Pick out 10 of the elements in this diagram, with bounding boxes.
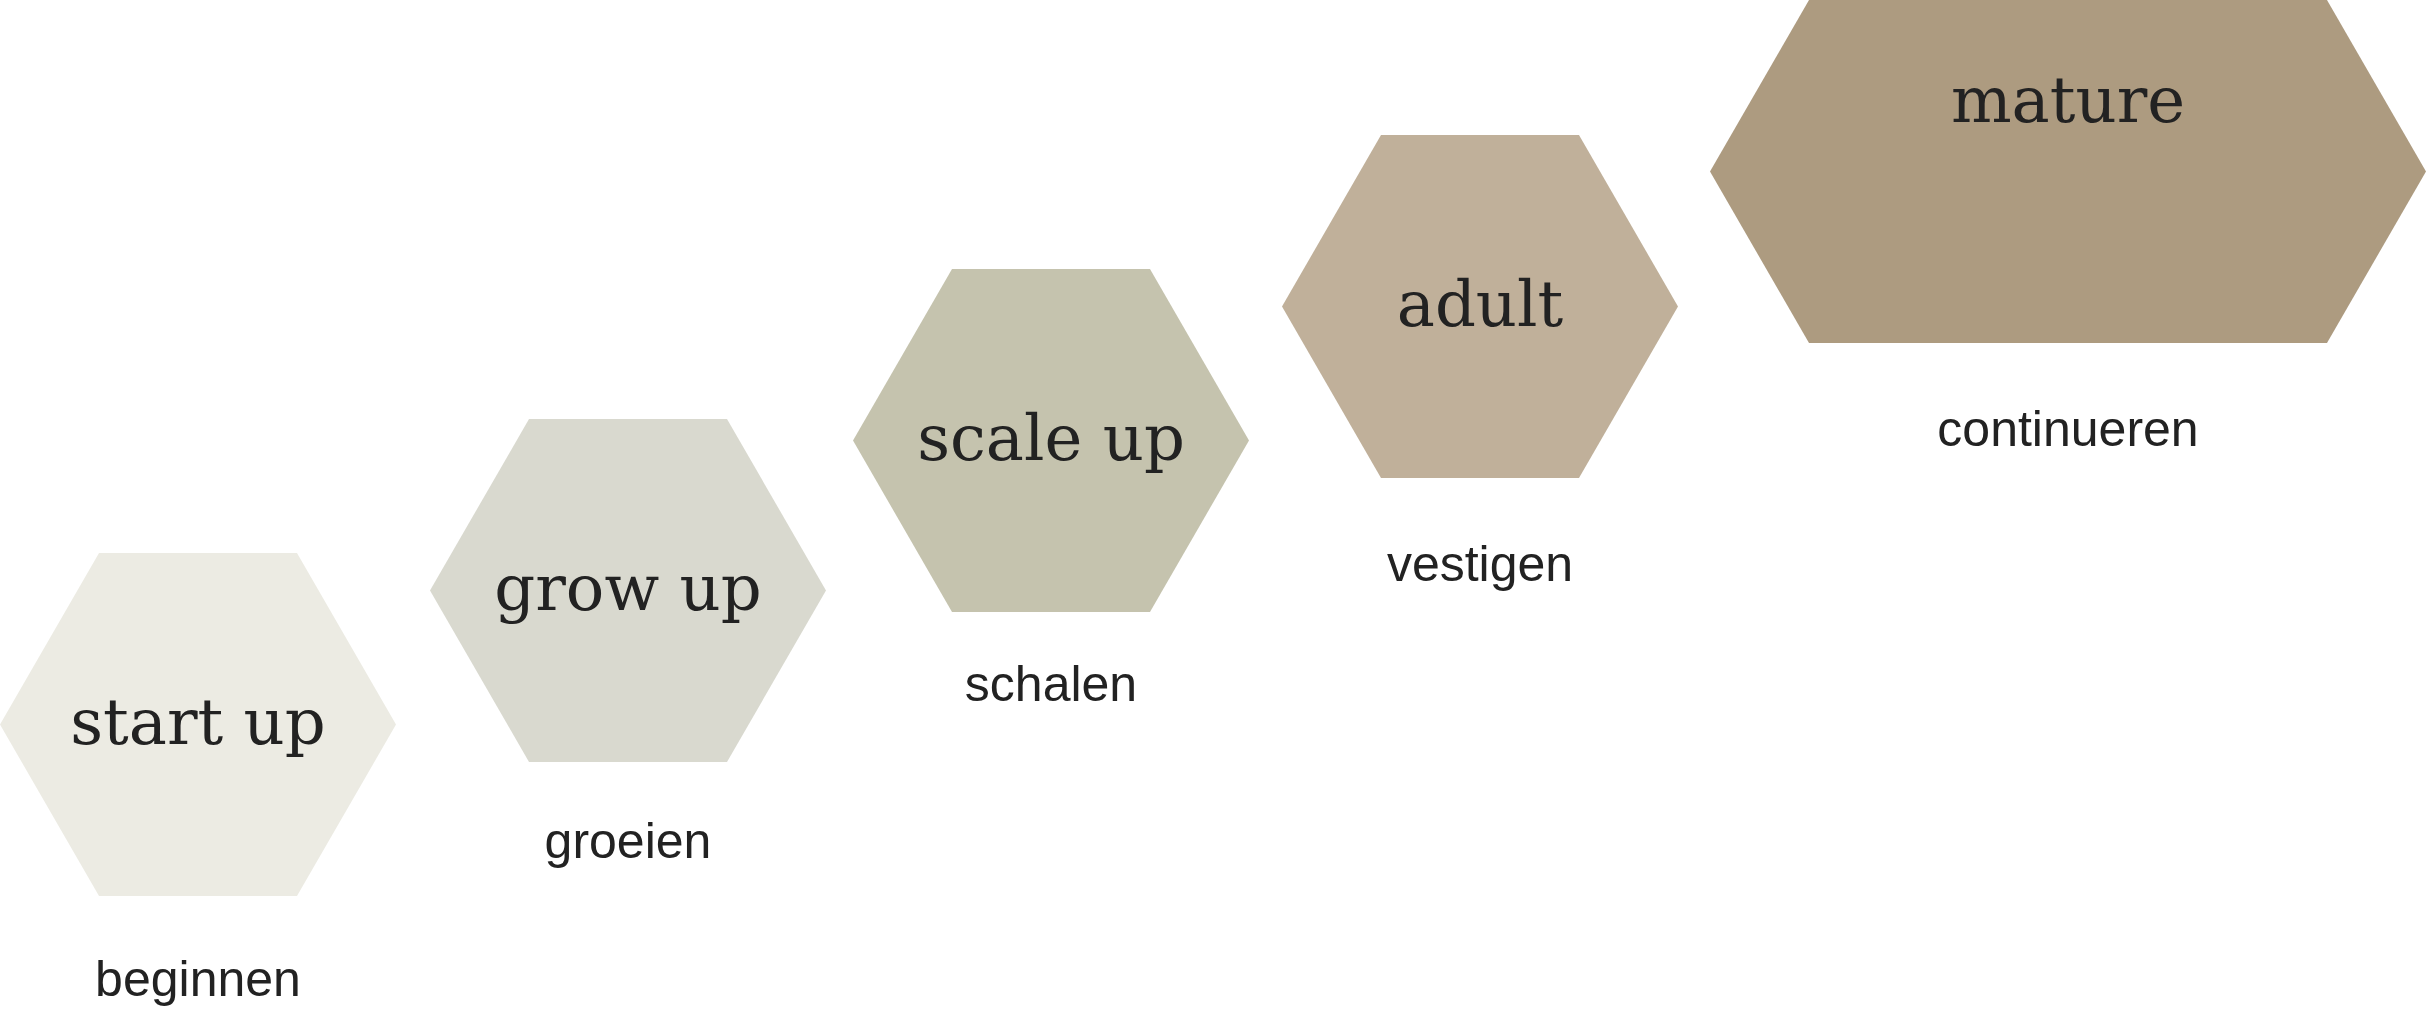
stage-caption: groeien <box>544 812 712 870</box>
stage-caption: beginnen <box>95 950 301 1008</box>
stage-caption: schalen <box>964 655 1138 713</box>
stage-title: grow up <box>494 550 762 625</box>
stage-title: start up <box>70 684 326 759</box>
stage-caption: vestigen <box>1386 535 1574 593</box>
stage-caption: continueren <box>1937 400 2199 458</box>
stage-title: scale up <box>917 400 1185 475</box>
stage-title: mature <box>1950 62 2186 137</box>
stage-title: adult <box>1396 266 1564 341</box>
